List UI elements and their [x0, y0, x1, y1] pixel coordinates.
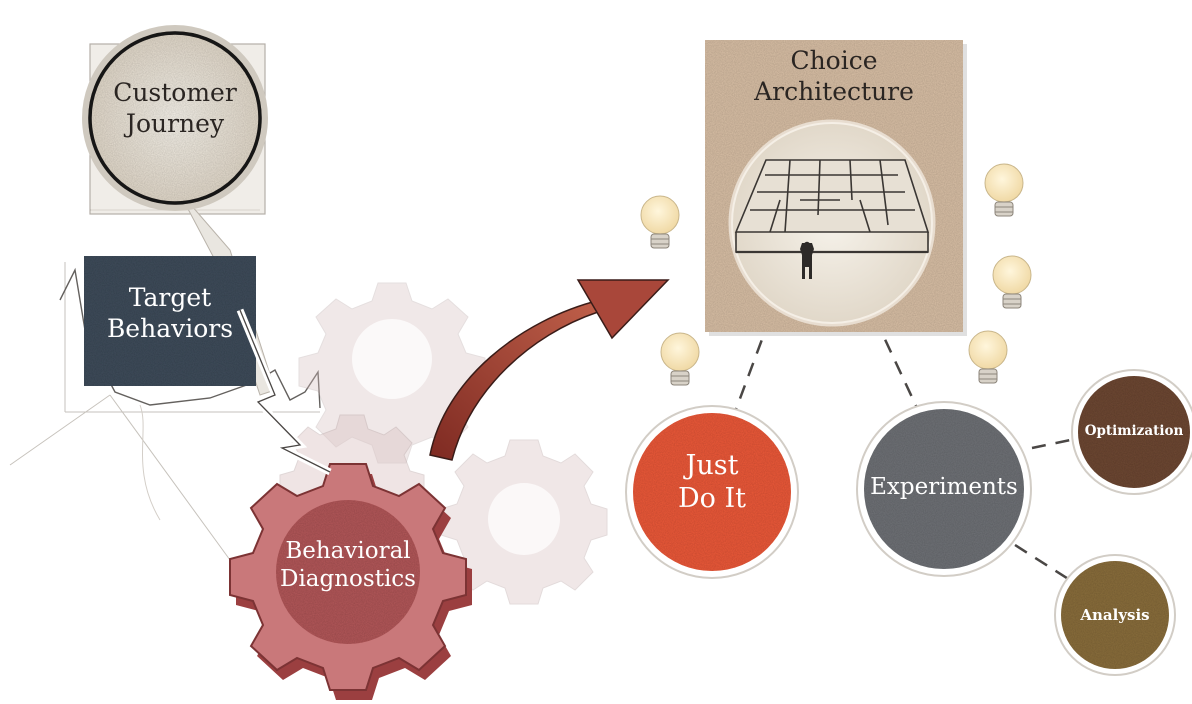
target-behaviors-line1: Target [128, 283, 212, 312]
gear-cluster [229, 282, 608, 700]
experiments-node [856, 401, 1032, 577]
target-behaviors-line2: Behaviors [106, 313, 234, 343]
customer-journey-line2: Journey [125, 108, 225, 138]
choice-architecture-label: Choice Architecture [715, 46, 953, 107]
target-behaviors-node [84, 256, 256, 386]
behavioral-diagnostics-gear-icon [229, 463, 472, 700]
optimization-node [1071, 369, 1192, 495]
gear-icon [440, 439, 608, 605]
curved-arrow-icon [429, 279, 670, 461]
choice-architecture-line2: Architecture [754, 76, 914, 106]
lightbulb-icon [660, 332, 700, 386]
behavioral-diagnostics-label: Behavioral Diagnostics [268, 537, 428, 593]
customer-journey-node [82, 25, 276, 396]
customer-journey-line1: Customer [113, 78, 237, 107]
maze-icon [734, 159, 930, 279]
choice-architecture-line1: Choice [790, 46, 878, 75]
gear-icon [298, 282, 486, 464]
connector-lines [733, 317, 1081, 582]
analysis-label: Analysis [1080, 606, 1150, 624]
behavioral-diagnostics-line2: Diagnostics [280, 566, 416, 593]
just-do-it-node [625, 405, 799, 579]
just-do-it-line2: Do It [677, 482, 746, 514]
just-do-it-line1: Just [685, 450, 739, 481]
lightbulb-icon [968, 330, 1008, 384]
experiments-label: Experiments [870, 474, 1018, 500]
analysis-node [1054, 554, 1176, 676]
lightbulb-icon [992, 255, 1032, 309]
just-do-it-label: Just Do It [642, 450, 782, 516]
lightbulb-icon [984, 163, 1024, 217]
target-behaviors-label: Target Behaviors [84, 283, 256, 344]
lightbulb-icon [640, 195, 680, 249]
optimization-label: Optimization [1084, 423, 1184, 439]
customer-journey-label: Customer Journey [95, 78, 255, 139]
behavioral-diagnostics-line1: Behavioral [285, 538, 411, 564]
choice-architecture-node [705, 40, 967, 336]
